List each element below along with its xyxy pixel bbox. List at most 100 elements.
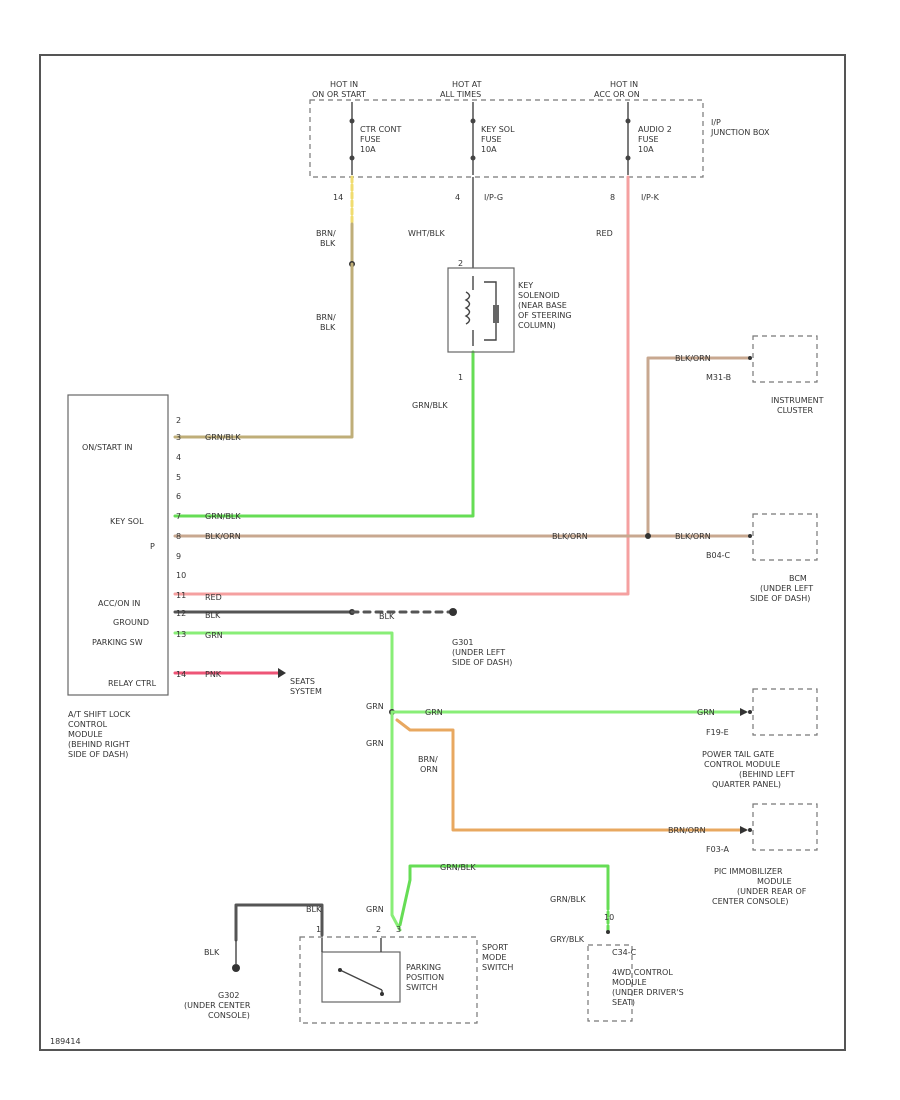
- fuse-hot-text: HOT AT: [452, 80, 482, 89]
- splice-dot: [645, 533, 651, 539]
- ground-g301: G301 (UNDER LEFT SIDE OF DASH): [452, 638, 512, 667]
- module-caption: SIDE OF DASH): [68, 750, 128, 759]
- module-pin: 6: [176, 492, 181, 501]
- module-pin: 9: [176, 552, 181, 561]
- module-pin-label: GROUND: [113, 618, 149, 627]
- junction-box-label: JUNCTION BOX: [710, 128, 770, 137]
- wire-grn-blk: [173, 350, 475, 518]
- wire-label: GRN: [366, 905, 384, 914]
- module-pin-label: KEY SOL: [110, 517, 144, 526]
- wire-label: BLK/ORN: [675, 532, 711, 541]
- fuse-pin: 14: [333, 193, 343, 202]
- wire-label: BLK: [320, 239, 336, 248]
- connector-label: B04-C: [706, 551, 731, 560]
- wire-label: BLK/ORN: [205, 532, 241, 541]
- key-solenoid-label: OF STEERING: [518, 311, 572, 320]
- wire-label: GRN/BLK: [440, 863, 476, 872]
- wire-label: GRY/BLK: [550, 935, 585, 944]
- connector-label: F03-A: [706, 845, 729, 854]
- wire-label: GRN: [366, 739, 384, 748]
- wire-label: BLK/ORN: [552, 532, 588, 541]
- 4wd-control-module: 10 C34-C 4WD CONTROL MODULE (UNDER DRIVE…: [587, 913, 684, 1022]
- power-tailgate-outline: [752, 688, 818, 736]
- wire-blk-orn: [646, 356, 750, 538]
- key-solenoid-label: KEY: [518, 281, 533, 290]
- parking-switch-contacts: [321, 938, 383, 994]
- wire-label: BRN/ORN: [668, 826, 706, 835]
- seats-label: SYSTEM: [290, 687, 322, 696]
- key-solenoid-outline: [447, 267, 515, 353]
- 4wd-module-outline: [587, 944, 633, 1022]
- 4wd-label: MODULE: [612, 978, 647, 987]
- 4wd-label: (UNDER DRIVER'S: [612, 988, 684, 997]
- module-pin: 4: [176, 453, 181, 462]
- power-tailgate-label: POWER TAIL GATE: [702, 750, 774, 759]
- sport-mode-switch-outline: [299, 936, 478, 1024]
- module-caption: (BEHIND RIGHT: [68, 740, 130, 749]
- connector-pin: [748, 828, 752, 832]
- wire-label: GRN/BLK: [205, 512, 241, 521]
- wire-label: GRN: [425, 708, 443, 717]
- fuse-hot-text: HOT IN: [330, 80, 358, 89]
- junction-box-outline: [309, 99, 704, 178]
- fuse-terminal: [625, 118, 631, 124]
- seats-system: SEATS SYSTEM: [290, 677, 322, 696]
- immobilizer-module: F03-A PIC IMMOBILIZER MODULE (UNDER REAR…: [706, 803, 818, 906]
- wire-label: RED: [596, 229, 613, 238]
- module-pin: 8: [176, 532, 181, 541]
- module-caption: CONTROL: [68, 720, 108, 729]
- key-solenoid-label: (NEAR BASE: [518, 301, 567, 310]
- ground-label: SIDE OF DASH): [452, 658, 512, 667]
- arrow-to-seats: [278, 668, 286, 678]
- fuse-pin: 4: [455, 193, 460, 202]
- power-tailgate-module: F19-E POWER TAIL GATE CONTROL MODULE (BE…: [702, 688, 818, 789]
- parking-switch-body: [321, 951, 401, 1003]
- wire-label: BLK: [379, 612, 395, 621]
- wire-label: GRN/BLK: [412, 401, 448, 410]
- fuse-name: CTR CONT: [360, 125, 401, 134]
- parking-switch-label: PARKING: [406, 963, 441, 972]
- connector-pin: [606, 930, 610, 934]
- wire-label: GRN: [366, 702, 384, 711]
- diagram-frame: [39, 54, 846, 1051]
- 4wd-label: SEAT): [612, 998, 635, 1007]
- fuse-name: FUSE: [481, 135, 502, 144]
- fuse-rating: 10A: [481, 145, 497, 154]
- ground-g302: G302 (UNDER CENTER CONSOLE): [184, 991, 251, 1020]
- instrument-cluster: M31-B INSTRUMENT CLUSTER: [706, 335, 824, 415]
- fuse-terminal: [625, 155, 631, 161]
- module-pin: 3: [176, 433, 181, 442]
- connector-label: C34-C: [612, 948, 637, 957]
- ground-g302-symbol: [232, 964, 240, 972]
- sport-mode-label: SWITCH: [482, 963, 513, 972]
- fuse-name: FUSE: [638, 135, 659, 144]
- bcm-label: BCM: [789, 574, 807, 583]
- module-pin-label: ON/START IN: [82, 443, 133, 452]
- instrument-cluster-label: INSTRUMENT: [771, 396, 824, 405]
- fuse-terminal: [349, 118, 355, 124]
- connector-pin: [748, 356, 752, 360]
- bcm-label: SIDE OF DASH): [750, 594, 810, 603]
- fuse-name: KEY SOL: [481, 125, 515, 134]
- ground-g301-symbol: [449, 608, 457, 616]
- solenoid-plunger: [493, 305, 499, 323]
- wire-label: BLK: [306, 905, 322, 914]
- module-pin-label: RELAY CTRL: [108, 679, 157, 688]
- wire-label: BLK: [205, 611, 221, 620]
- wire-blk-switch: [234, 903, 324, 942]
- module-pin: 2: [176, 416, 181, 425]
- fuse-hot-text: HOT IN: [610, 80, 638, 89]
- fuse-key-sol: HOT AT ALL TIMES KEY SOL FUSE 10A 4 I/P-…: [440, 80, 515, 202]
- fuse-connector: I/P-K: [641, 193, 660, 202]
- wire-label: BRN/: [418, 755, 438, 764]
- power-tailgate-label: QUARTER PANEL): [712, 780, 781, 789]
- ip-junction-box: I/P JUNCTION BOX HOT IN ON OR START CTR …: [309, 80, 770, 202]
- wire-brn-orn: [395, 718, 747, 832]
- fuse-rating: 10A: [638, 145, 654, 154]
- fuse-pin: 8: [610, 193, 615, 202]
- junction-box-label: I/P: [711, 118, 721, 127]
- arrow-to-tailgate: [740, 708, 748, 716]
- fuse-audio-2: HOT IN ACC OR ON AUDIO 2 FUSE 10A 8 I/P-…: [594, 80, 672, 202]
- module-pin: 10: [176, 571, 186, 580]
